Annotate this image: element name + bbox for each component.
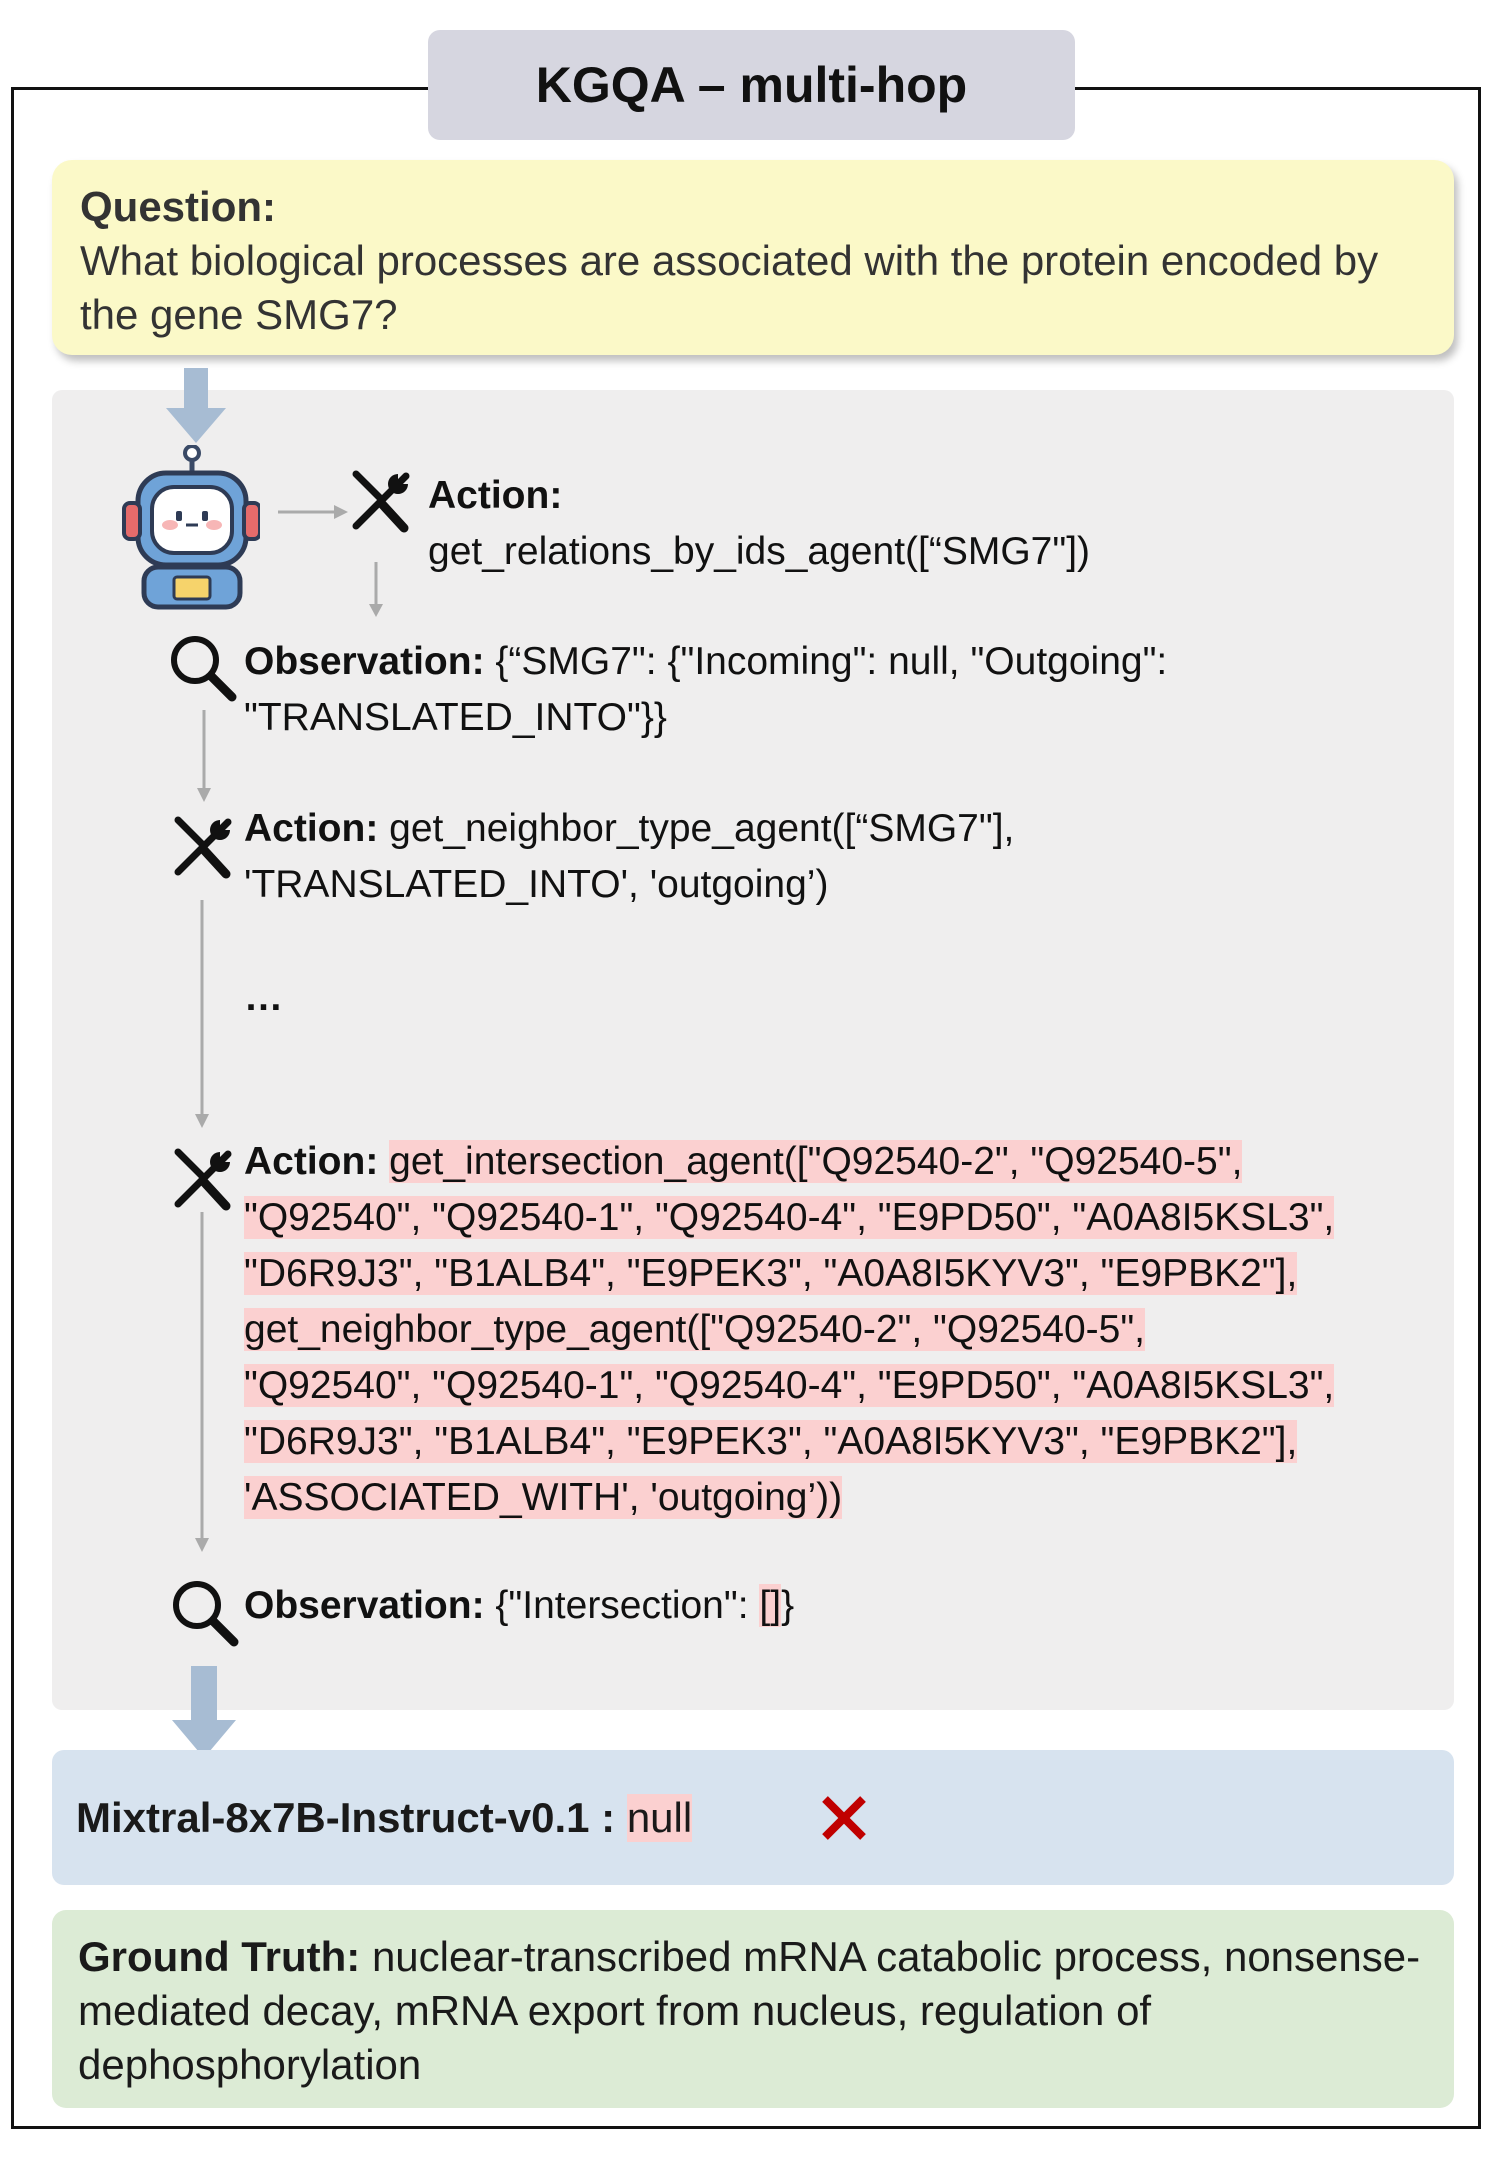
action-3-line2: "Q92540", "Q92540-1", "Q92540-4", "E9PD5… bbox=[244, 1196, 1335, 1239]
magnifier-icon bbox=[173, 1581, 239, 1647]
action-label: Action: bbox=[244, 807, 379, 850]
ground-truth-label: Ground Truth: bbox=[78, 1933, 361, 1980]
question-box: Question: What biological processes are … bbox=[52, 160, 1454, 355]
tools-icon bbox=[174, 816, 232, 879]
action-2: Action: get_neighbor_type_agent([“SMG7"]… bbox=[244, 801, 1014, 913]
connector-arrow-icon bbox=[195, 900, 209, 1128]
observation-1-line1: {“SMG7": {"Incoming": null, "Outgoing": bbox=[484, 640, 1168, 683]
model-name: Mixtral-8x7B-Instruct-v0.1 bbox=[76, 1793, 590, 1841]
action-label: Action: bbox=[244, 1140, 379, 1183]
connector-arrow-icon bbox=[278, 505, 348, 519]
observation-1: Observation: {“SMG7": {"Incoming": null,… bbox=[244, 634, 1167, 746]
observation-2-prefix: {"Intersection": bbox=[484, 1584, 760, 1627]
observation-label: Observation: bbox=[244, 640, 485, 683]
ground-truth-text: nuclear-transcribed mRNA catabolic proce… bbox=[78, 1933, 1421, 2088]
action-2-line2: 'TRANSLATED_INTO', 'outgoing’) bbox=[244, 863, 829, 906]
question-label: Question: bbox=[80, 183, 276, 230]
action-label: Action: bbox=[428, 474, 563, 517]
ellipsis: … bbox=[244, 976, 283, 1019]
observation-2-suffix: } bbox=[781, 1584, 795, 1627]
action-3-line6: "D6R9J3", "B1ALB4", "E9PEK3", "A0A8I5KYV… bbox=[244, 1420, 1298, 1463]
connector-arrow-icon bbox=[197, 710, 211, 802]
observation-label: Observation: bbox=[244, 1584, 485, 1627]
action-3-line3: "D6R9J3", "B1ALB4", "E9PEK3", "A0A8I5KYV… bbox=[244, 1252, 1298, 1295]
action-3: Action: get_intersection_agent(["Q92540-… bbox=[244, 1134, 1335, 1526]
ground-truth-box: Ground Truth: nuclear-transcribed mRNA c… bbox=[52, 1910, 1454, 2108]
prediction-separator: : bbox=[589, 1793, 627, 1841]
down-arrow-icon bbox=[172, 1666, 236, 1758]
diagram-title: KGQA – multi-hop bbox=[428, 30, 1075, 140]
observation-1-line2: "TRANSLATED_INTO"}} bbox=[244, 696, 667, 739]
connector-arrow-icon bbox=[369, 562, 383, 617]
action-3-line7: 'ASSOCIATED_WITH', 'outgoing’)) bbox=[244, 1476, 843, 1519]
action-1: Action: get_relations_by_ids_agent([“SMG… bbox=[428, 468, 1090, 580]
cross-icon bbox=[822, 1795, 867, 1840]
action-3-line5: "Q92540", "Q92540-1", "Q92540-4", "E9PD5… bbox=[244, 1364, 1335, 1407]
tools-icon bbox=[174, 1148, 232, 1211]
down-arrow-icon bbox=[166, 368, 226, 443]
robot-icon bbox=[122, 445, 260, 610]
observation-2-value: [] bbox=[759, 1584, 782, 1627]
action-2-line1: get_neighbor_type_agent([“SMG7"], bbox=[378, 807, 1015, 850]
prediction-answer: null bbox=[626, 1793, 693, 1842]
observation-2: Observation: {"Intersection": []} bbox=[244, 1578, 794, 1634]
prediction-box: Mixtral-8x7B-Instruct-v0.1 : null bbox=[52, 1750, 1454, 1885]
question-text: What biological processes are associated… bbox=[80, 237, 1379, 338]
tools-icon bbox=[352, 470, 410, 533]
action-3-line4: get_neighbor_type_agent(["Q92540-2", "Q9… bbox=[244, 1308, 1146, 1351]
magnifier-icon bbox=[171, 636, 237, 702]
connector-arrow-icon bbox=[195, 1212, 209, 1552]
action-1-code: get_relations_by_ids_agent([“SMG7"]) bbox=[428, 530, 1091, 573]
action-3-line1: get_intersection_agent(["Q92540-2", "Q92… bbox=[389, 1140, 1243, 1183]
